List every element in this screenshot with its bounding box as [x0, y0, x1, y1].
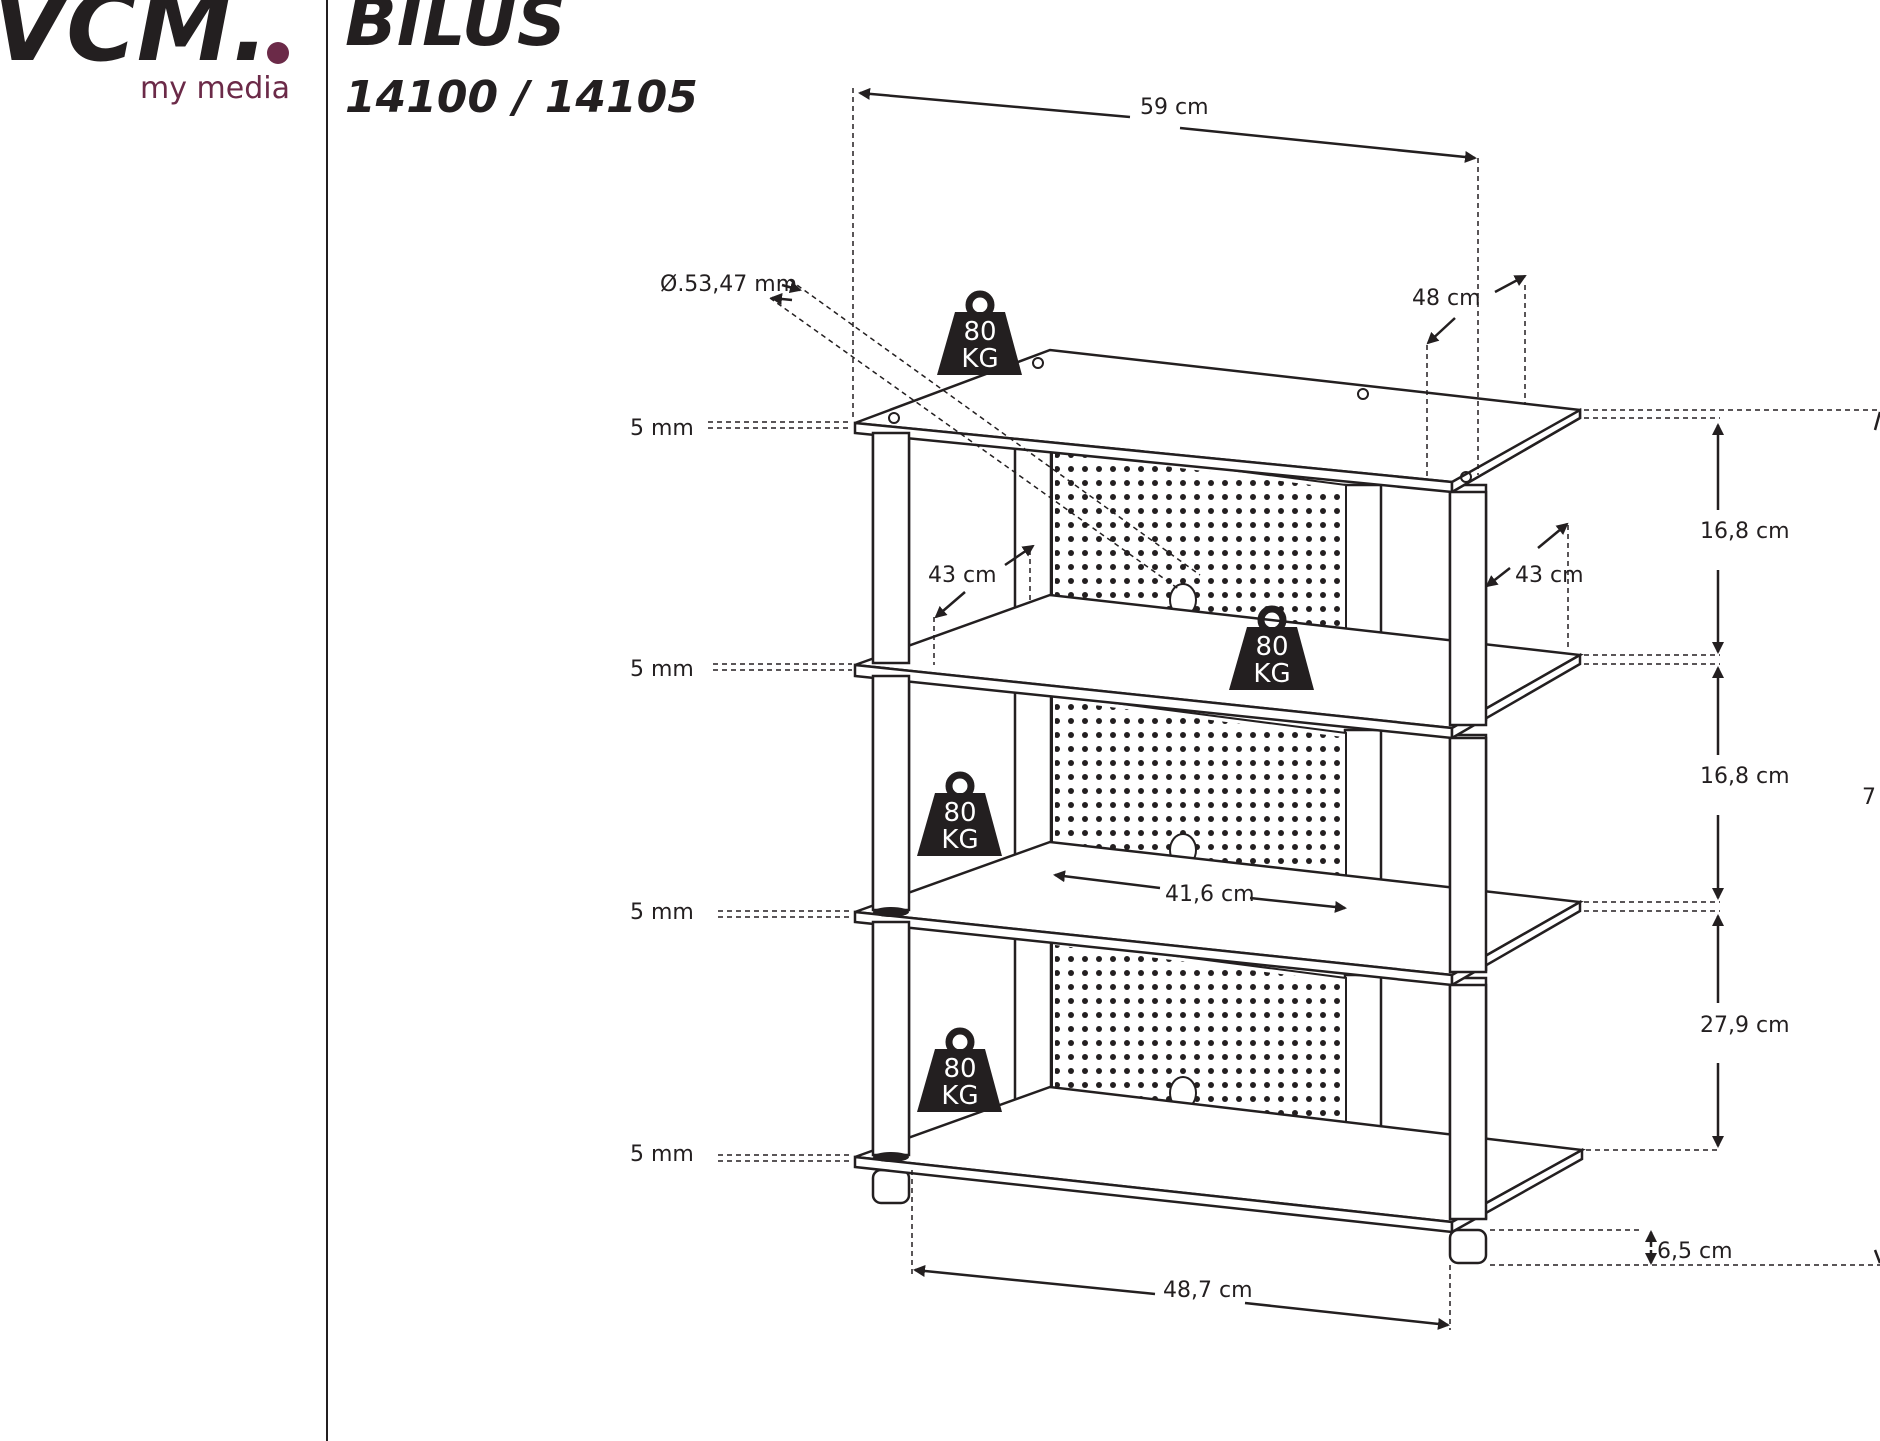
- dim-depth-left: 43 cm: [928, 563, 997, 588]
- dim-glass-thickness-4: 5 mm: [630, 1142, 694, 1167]
- svg-text:80: 80: [943, 798, 976, 828]
- dim-depth-right: 43 cm: [1515, 563, 1584, 588]
- load-badge-top-shelf: 80 KG: [937, 290, 1022, 375]
- load-badge-third-shelf: 80 KG: [917, 771, 1002, 856]
- svg-text:80: 80: [943, 1054, 976, 1084]
- load-badge-bottom-shelf: 80 KG: [917, 1027, 1002, 1112]
- dim-top-width: 59 cm: [1140, 95, 1209, 120]
- glass-shelf-second: [853, 593, 1584, 741]
- dim-gap-3: 27,9 cm: [1700, 1013, 1790, 1038]
- dim-glass-thickness-2: 5 mm: [630, 657, 694, 682]
- dim-glass-thickness-1: 5 mm: [630, 416, 694, 441]
- article-numbers: 14100 / 14105: [345, 72, 698, 123]
- dim-diameter: Ø.53,47 mm: [660, 272, 797, 297]
- svg-text:KG: KG: [1253, 659, 1290, 689]
- dim-panel-width: 41,6 cm: [1165, 882, 1255, 907]
- load-badge-second-shelf: 80 KG: [1229, 605, 1314, 690]
- dim-total-height: 7: [1862, 785, 1876, 810]
- svg-text:80: 80: [963, 317, 996, 347]
- foot-left: [871, 1168, 911, 1205]
- brand-logo-dot: [267, 42, 289, 64]
- brand-tagline: my media: [140, 71, 290, 106]
- dim-gap-1: 16,8 cm: [1700, 519, 1790, 544]
- glass-shelf-top: [853, 348, 1582, 495]
- dim-foot-height: 6,5 cm: [1657, 1239, 1733, 1264]
- dim-bottom-width: 48,7 cm: [1163, 1278, 1253, 1303]
- svg-text:KG: KG: [961, 344, 998, 374]
- dim-glass-thickness-3: 5 mm: [630, 900, 694, 925]
- foot-right: [1448, 1228, 1488, 1265]
- svg-text:80: 80: [1255, 632, 1288, 662]
- dim-depth-top: 48 cm: [1412, 286, 1481, 311]
- brand-logo: VCM.: [0, 0, 269, 83]
- svg-text:KG: KG: [941, 825, 978, 855]
- product-name: BILUS: [345, 0, 566, 62]
- dim-gap-2: 16,8 cm: [1700, 764, 1790, 789]
- svg-text:KG: KG: [941, 1081, 978, 1111]
